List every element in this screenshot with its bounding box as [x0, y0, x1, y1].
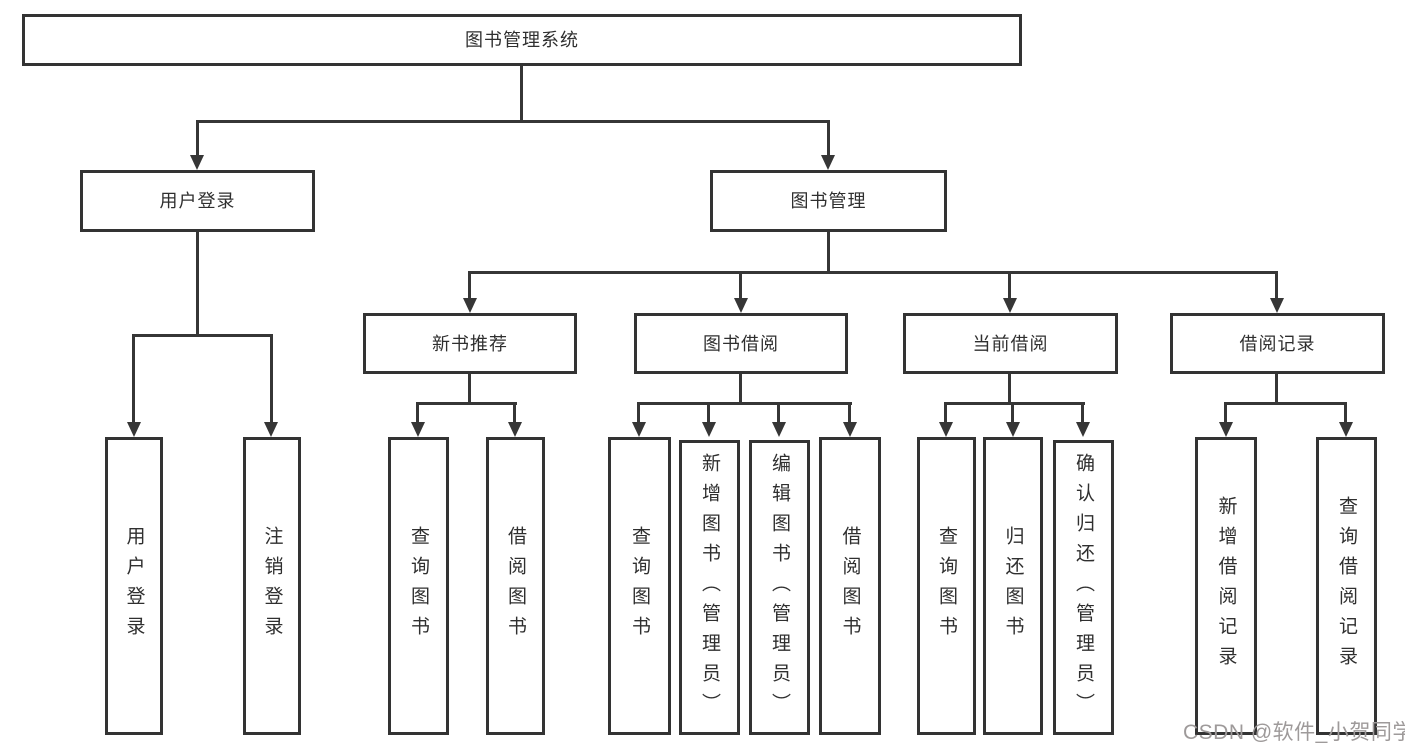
leaf-borrow-edit-label: 编辑图书（管理员）	[769, 452, 790, 723]
arrow-to-current-confirm	[1076, 422, 1090, 437]
leaf-borrow-query-label: 查询图书	[629, 526, 650, 646]
leaf-current-return-label: 归还图书	[1002, 526, 1024, 646]
leaf-records-query-label: 查询借阅记录	[1336, 496, 1357, 676]
leaf-newbook-borrow-label: 借阅图书	[505, 526, 526, 646]
connector-drop-current-borrow	[1008, 271, 1011, 299]
leaf-current-confirm-label: 确认归还（管理员）	[1073, 452, 1094, 723]
leaf-records-query: 查询借阅记录	[1316, 437, 1377, 735]
node-root-system: 图书管理系统	[22, 14, 1022, 66]
arrow-to-new-book-rec	[463, 298, 477, 313]
leaf-user-login-label: 用户登录	[123, 526, 145, 646]
connector-drop-borrow-add	[707, 402, 710, 424]
leaf-current-query: 查询图书	[917, 437, 976, 735]
connector-newbookrec-bus	[417, 402, 517, 405]
connector-drop-leaf-user-login	[132, 334, 135, 422]
arrow-to-current-borrow	[1003, 298, 1017, 313]
node-new-book-rec: 新书推荐	[363, 313, 577, 374]
connector-drop-user-login	[196, 120, 199, 156]
connector-drop-borrow-edit	[777, 402, 780, 424]
node-borrow-records-label: 借阅记录	[1239, 333, 1316, 354]
connector-drop-new-book-rec	[468, 271, 471, 299]
arrow-to-records-query	[1339, 422, 1353, 437]
arrow-to-current-query	[939, 422, 953, 437]
leaf-current-return: 归还图书	[983, 437, 1043, 735]
arrow-to-book-borrow	[734, 298, 748, 313]
connector-drop-records-query	[1344, 402, 1347, 424]
node-current-borrow: 当前借阅	[903, 313, 1118, 374]
connector-drop-current-return	[1011, 402, 1014, 424]
connector-borrowrecords-bus	[1225, 402, 1347, 405]
connector-currentborrow-stem	[1008, 374, 1011, 405]
arrow-to-borrow-records	[1270, 298, 1284, 313]
csdn-watermark: CSDN @软件_小贺同学	[1183, 721, 1405, 744]
node-user-login: 用户登录	[80, 170, 315, 232]
leaf-records-add: 新增借阅记录	[1195, 437, 1257, 735]
connector-drop-current-confirm	[1081, 402, 1084, 424]
leaf-borrow-add-label: 新增图书（管理员）	[699, 452, 720, 723]
connector-root-bus	[196, 120, 830, 123]
arrow-to-user-login	[190, 155, 204, 170]
arrow-to-newbook-borrow	[508, 422, 522, 437]
connector-bookborrow-stem	[739, 374, 742, 405]
leaf-borrow-query: 查询图书	[608, 437, 671, 735]
node-book-borrow: 图书借阅	[634, 313, 848, 374]
arrow-to-borrow-edit	[772, 422, 786, 437]
node-book-mgmt-label: 图书管理	[790, 191, 867, 211]
arrow-to-borrow-query	[632, 422, 646, 437]
leaf-borrow-edit: 编辑图书（管理员）	[749, 440, 810, 735]
connector-drop-leaf-user-logout	[270, 334, 273, 422]
node-book-mgmt: 图书管理	[710, 170, 947, 232]
arrow-to-records-add	[1219, 422, 1233, 437]
connector-drop-book-borrow	[739, 271, 742, 299]
leaf-borrow-borrow: 借阅图书	[819, 437, 881, 735]
connector-userlogin-stem	[196, 232, 199, 336]
node-book-borrow-label: 图书借阅	[703, 333, 779, 354]
connector-currentborrow-bus	[945, 402, 1085, 405]
node-borrow-records: 借阅记录	[1170, 313, 1385, 374]
leaf-newbook-borrow: 借阅图书	[486, 437, 545, 735]
leaf-current-query-label: 查询图书	[936, 526, 957, 646]
node-new-book-rec-label: 新书推荐	[432, 333, 508, 354]
connector-bookmgmt-stem	[827, 232, 830, 274]
leaf-borrow-borrow-label: 借阅图书	[839, 526, 861, 646]
leaf-user-logout: 注销登录	[243, 437, 301, 735]
arrow-to-book-mgmt	[821, 155, 835, 170]
connector-drop-newbook-query	[416, 402, 419, 424]
connector-drop-records-add	[1224, 402, 1227, 424]
leaf-user-login: 用户登录	[105, 437, 163, 735]
connector-root-stem	[520, 66, 523, 122]
leaf-user-logout-label: 注销登录	[261, 526, 283, 646]
connector-drop-newbook-borrow	[513, 402, 516, 424]
connector-userlogin-bus	[132, 334, 273, 337]
leaf-records-add-label: 新增借阅记录	[1215, 496, 1237, 676]
arrow-to-leaf-user-login	[127, 422, 141, 437]
node-user-login-label: 用户登录	[159, 191, 236, 211]
connector-drop-current-query	[944, 402, 947, 424]
arrow-to-current-return	[1006, 422, 1020, 437]
connector-newbookrec-stem	[468, 374, 471, 405]
leaf-newbook-query-label: 查询图书	[408, 526, 429, 646]
arrow-to-borrow-borrow	[843, 422, 857, 437]
node-root-system-label: 图书管理系统	[465, 30, 579, 50]
connector-drop-book-mgmt	[827, 120, 830, 156]
connector-drop-borrow-query	[637, 402, 640, 424]
arrow-to-borrow-add	[702, 422, 716, 437]
connector-bookmgmt-bus	[468, 271, 1278, 274]
arrow-to-newbook-query	[411, 422, 425, 437]
leaf-newbook-query: 查询图书	[388, 437, 449, 735]
leaf-borrow-add: 新增图书（管理员）	[679, 440, 740, 735]
connector-bookborrow-bus	[638, 402, 852, 405]
node-current-borrow-label: 当前借阅	[972, 333, 1049, 354]
connector-drop-borrow-borrow	[848, 402, 851, 424]
arrow-to-leaf-user-logout	[264, 422, 278, 437]
connector-borrowrecords-stem	[1275, 374, 1278, 405]
connector-drop-borrow-records	[1275, 271, 1278, 299]
leaf-current-confirm: 确认归还（管理员）	[1053, 440, 1114, 735]
